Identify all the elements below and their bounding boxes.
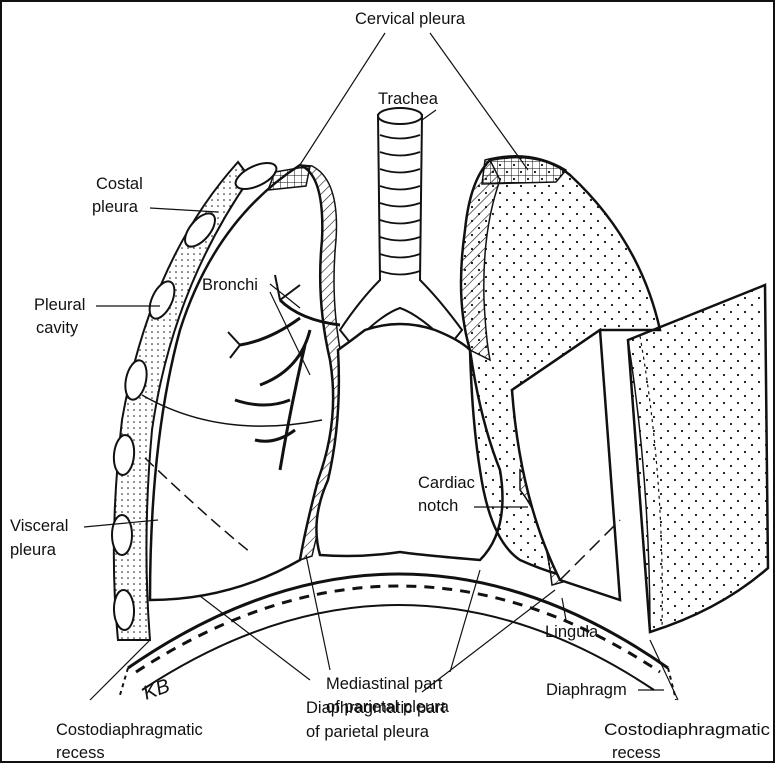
label-visceral-pleura-line2: pleura (10, 541, 57, 559)
label-costodiaphragmatic-left-line1: Costodiaphragmatic (56, 721, 203, 739)
trachea (340, 108, 462, 345)
label-cervical-pleura: Cervical pleura (355, 10, 466, 28)
label-bronchi: Bronchi (202, 276, 258, 294)
label-cardiac-notch-line1: Cardiac (418, 474, 475, 492)
right-pleura-flap (628, 285, 768, 632)
label-pleural-cavity-line1: Pleural (34, 296, 85, 314)
label-cardiac-notch-line2: notch (418, 497, 458, 515)
label-trachea: Trachea (378, 90, 439, 108)
left-lung (142, 165, 346, 600)
label-diaphragm: Diaphragm (546, 681, 627, 699)
label-diaphragmatic-line1: Diaphragmatic part (306, 699, 446, 717)
label-costodiaphragmatic-right-line2: recess (612, 744, 661, 762)
label-visceral-pleura-line1: Visceral (10, 517, 68, 535)
label-costodiaphragmatic-left-line2: recess (56, 744, 105, 762)
label-costal-pleura-line2: pleura (92, 198, 139, 216)
label-costodiaphragmatic-right-line1: Costodiaphragmatic (604, 721, 770, 739)
label-lingula: Lingula (545, 623, 599, 641)
label-pleural-cavity-line2: cavity (36, 319, 79, 337)
label-diaphragmatic-line2: of parietal pleura (306, 723, 430, 741)
artist-signature: KB (140, 675, 173, 705)
label-mediastinal-line1: Mediastinal part (326, 675, 443, 693)
label-costal-pleura-line1: Costal (96, 175, 143, 193)
